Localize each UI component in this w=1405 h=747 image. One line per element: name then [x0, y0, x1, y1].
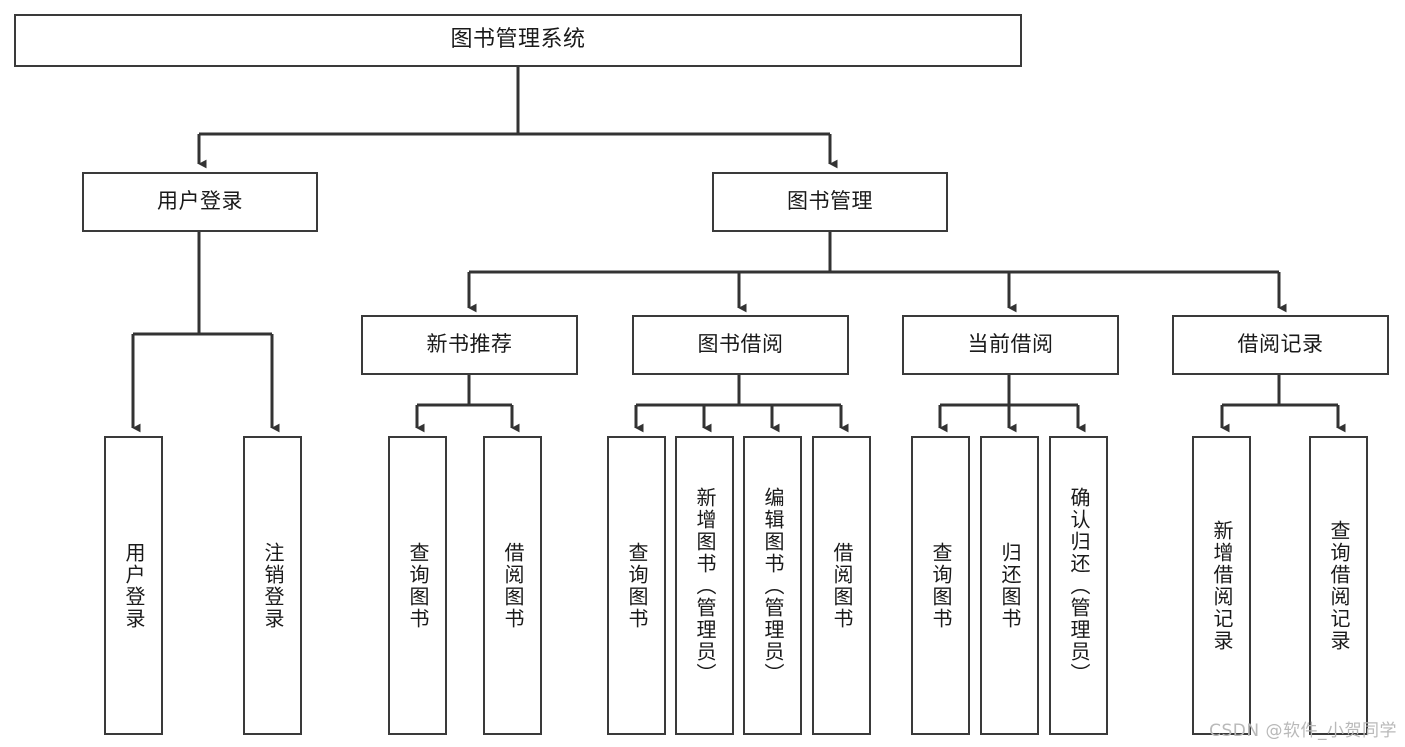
leaf-return-book[interactable]: 归还图书 — [980, 436, 1039, 735]
leaf-add-borrow-record[interactable]: 新增借阅记录 — [1192, 436, 1251, 735]
node-label: 归还图书 — [998, 541, 1022, 630]
node-label: 借阅记录 — [1237, 332, 1324, 357]
leaf-borrow-book-borrow[interactable]: 借阅图书 — [812, 436, 871, 735]
node-label: 查询图书 — [406, 541, 430, 630]
node-label: 图书管理 — [787, 189, 873, 214]
node-label: 新增图书（管理员） — [693, 486, 717, 685]
node-root-book-management-system[interactable]: 图书管理系统 — [14, 14, 1022, 67]
node-label: 借阅图书 — [501, 541, 525, 630]
node-book-borrow[interactable]: 图书借阅 — [632, 315, 849, 375]
node-user-login[interactable]: 用户登录 — [82, 172, 318, 232]
node-label: 查询借阅记录 — [1327, 519, 1351, 652]
leaf-logout-login[interactable]: 注销登录 — [243, 436, 302, 735]
leaf-query-book-new-book[interactable]: 查询图书 — [388, 436, 447, 735]
leaf-confirm-return-admin[interactable]: 确认归还（管理员） — [1049, 436, 1108, 735]
node-label: 用户登录 — [157, 189, 243, 214]
node-borrow-record[interactable]: 借阅记录 — [1172, 315, 1389, 375]
csdn-watermark: CSDN @软件_小贺同学 — [1209, 721, 1397, 741]
leaf-add-book-admin[interactable]: 新增图书（管理员） — [675, 436, 734, 735]
node-label: 借阅图书 — [830, 541, 854, 630]
leaf-query-borrow-record[interactable]: 查询借阅记录 — [1309, 436, 1368, 735]
leaf-user-login[interactable]: 用户登录 — [104, 436, 163, 735]
node-label: 用户登录 — [122, 541, 146, 630]
leaf-borrow-book-new-book[interactable]: 借阅图书 — [483, 436, 542, 735]
node-label: 编辑图书（管理员） — [761, 486, 785, 685]
leaf-edit-book-admin[interactable]: 编辑图书（管理员） — [743, 436, 802, 735]
node-label: 图书借阅 — [697, 332, 784, 357]
leaf-query-book-borrow[interactable]: 查询图书 — [607, 436, 666, 735]
node-label: 查询图书 — [625, 541, 649, 630]
node-label: 查询图书 — [929, 541, 953, 630]
node-label: 新增借阅记录 — [1210, 519, 1234, 652]
node-new-book-recommendation[interactable]: 新书推荐 — [361, 315, 578, 375]
node-book-management[interactable]: 图书管理 — [712, 172, 948, 232]
node-current-borrow[interactable]: 当前借阅 — [902, 315, 1119, 375]
node-label: 注销登录 — [261, 541, 285, 630]
node-label: 确认归还（管理员） — [1067, 486, 1091, 685]
node-label: 当前借阅 — [967, 332, 1054, 357]
node-label: 图书管理系统 — [450, 27, 586, 53]
leaf-query-book-current[interactable]: 查询图书 — [911, 436, 970, 735]
node-label: 新书推荐 — [426, 332, 513, 357]
